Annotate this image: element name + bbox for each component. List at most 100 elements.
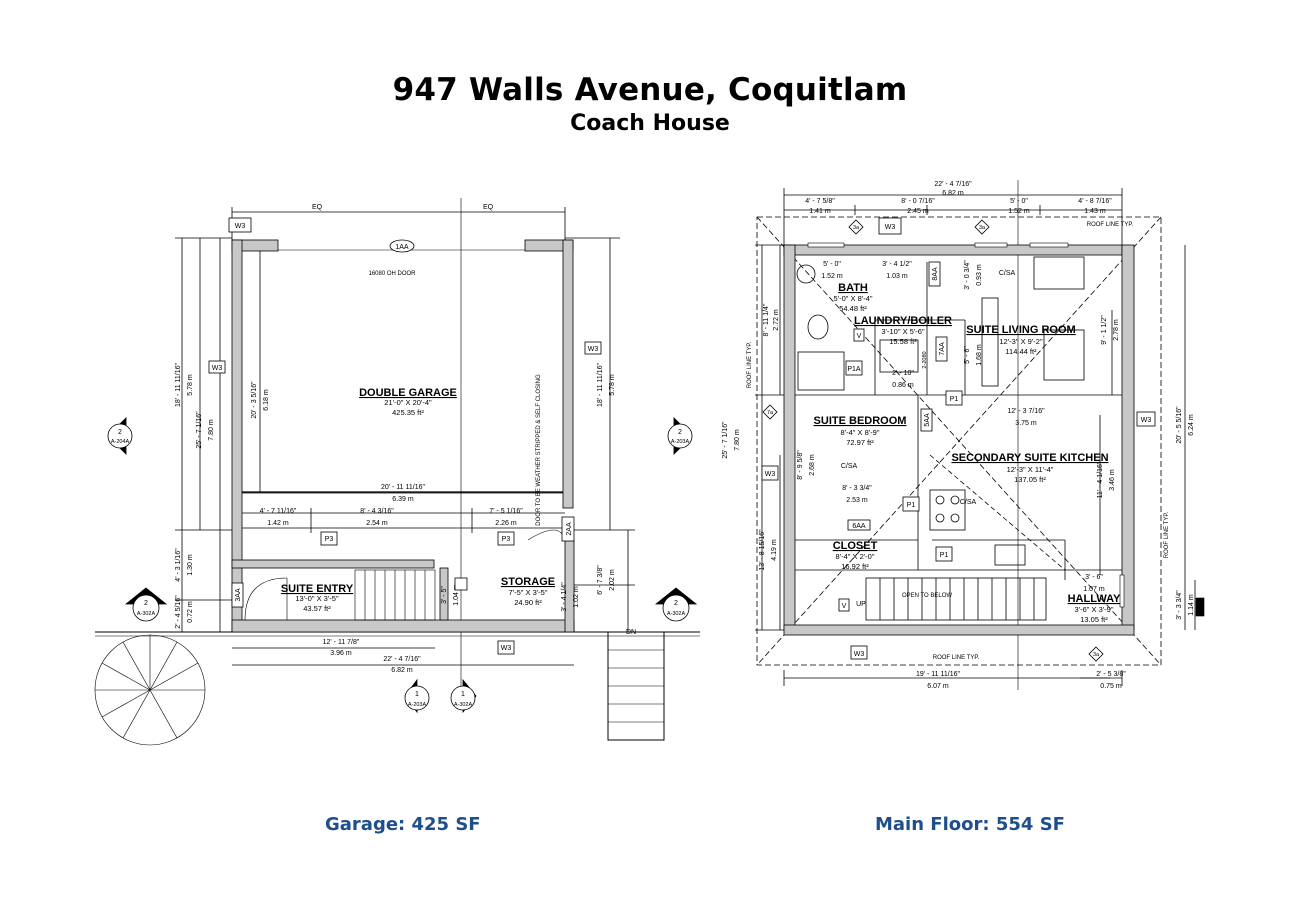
suite-entry-dims: 13'-0" X 3'-5" — [295, 594, 339, 603]
dim-label: 1.04 m — [453, 584, 460, 606]
side-door-tag: 2AA — [566, 522, 573, 536]
main-dim-labels: 22' - 4 7/16" 6.82 m 4' - 7 5/8" 1.41 m … — [722, 181, 1195, 690]
bedroom-dims: 8'-4" X 8'-9" — [840, 428, 879, 437]
dim-label: 1.42 m — [267, 520, 289, 527]
dim-label: 3' - 0 3/4" — [964, 260, 971, 290]
dim-label: 4' - 7 5/8" — [805, 198, 835, 205]
dim-label: 19' - 11 11/16" — [916, 671, 961, 678]
dim-label: 3' - 3 3/4" — [1176, 590, 1183, 620]
dim-label: 2.53 m — [846, 497, 868, 504]
v-tag: V — [842, 603, 847, 610]
dim-label: 3' - 6" — [1085, 574, 1103, 581]
p1-tag: P1 — [907, 502, 916, 509]
side-tag: 3AA — [235, 588, 242, 602]
kitchen-area: 137.05 ft² — [1014, 475, 1046, 484]
page-subtitle: Coach House — [570, 111, 730, 136]
wall-tag: W3 — [501, 645, 512, 652]
dim-label: 1.14 m — [1188, 594, 1195, 616]
bath-dims: 5'-0" X 8'-4" — [833, 294, 872, 303]
roof-line-label: ROOF LINE TYP. — [933, 655, 980, 661]
eq-label: EQ — [312, 204, 323, 211]
dim-label: 22' - 4 7/16" — [383, 656, 421, 663]
dim-label: 7' - 5 1/16" — [489, 508, 523, 515]
dim-label: 2.68 m — [809, 454, 816, 476]
dim-label: 0.86 m — [892, 382, 914, 389]
dim-label: 4' - 3 1/16" — [175, 548, 182, 582]
wall-tag: W3 — [854, 651, 865, 658]
dim-label: 2.02 m — [609, 569, 616, 591]
garage-tag-text: 1AA W3 W3 W3 P3 P3 W3 2AA 3AA — [212, 223, 599, 652]
marker-ref: A-302A — [667, 611, 686, 617]
dim-label: 25' - 7 1/16" — [196, 411, 203, 449]
marker-num: 2 — [144, 600, 148, 607]
door-2080-label: 2-2080 — [922, 351, 928, 368]
dim-label: 6' - 7 3/8" — [597, 565, 604, 595]
dim-label: 3' - 4 1/4" — [561, 582, 568, 612]
laundry-dims: 3'-10" X 5'-6" — [881, 327, 925, 336]
up-label: UP — [856, 601, 866, 608]
closet-area: 16.92 ft² — [841, 562, 869, 571]
window-tag: 3a — [979, 225, 986, 231]
dim-label: 4.19 m — [771, 539, 778, 561]
dim-label: 6.39 m — [392, 496, 414, 503]
living-room-dims: 12'-3" X 9'-2" — [999, 337, 1043, 346]
dim-label: 12' - 3 7/16" — [1007, 408, 1045, 415]
wall-tag: W3 — [885, 224, 896, 231]
dim-label: 2.26 m — [495, 520, 517, 527]
dim-label: 1.43 m — [1084, 208, 1106, 215]
cs-label: C/SA — [960, 499, 977, 506]
dim-label: 0.93 m — [976, 264, 983, 286]
wall-tag: W3 — [765, 471, 776, 478]
oh-door-label: 16080 OH DOOR — [368, 271, 416, 277]
door-note: DOOR TO BE WEATHER STRIPPED & SELF CLOSI… — [536, 374, 542, 526]
p3-tag: P3 — [502, 536, 511, 543]
dim-label: 3.46 m — [1109, 469, 1116, 491]
section-marker-text: 2 A-204A 2 A-203A 2 A-302A 2 A-302A 1 A-… — [111, 429, 690, 708]
door-tag: 7AA — [939, 342, 946, 356]
dim-label: 6.07 m — [927, 683, 949, 690]
door-tag: 1AA — [395, 244, 409, 251]
dim-label: 3' - 5" — [441, 586, 448, 604]
dim-label: 3.75 m — [1015, 420, 1037, 427]
main-windows — [807, 242, 1205, 617]
dim-label: 1.03 m — [886, 273, 908, 280]
laundry-area: 15.58 ft² — [889, 337, 917, 346]
section-markers — [107, 417, 698, 714]
suite-entry-area: 43.57 ft² — [303, 604, 331, 613]
dim-label: 8' - 3 3/4" — [842, 485, 872, 492]
marker-ref: A-204A — [111, 439, 130, 445]
living-room-area: 114.44 ft² — [1005, 347, 1037, 356]
suite-entry-label: SUITE ENTRY — [281, 583, 354, 595]
dim-label: 6.18 m — [263, 389, 270, 411]
window-tag: 3a — [1093, 652, 1100, 658]
dim-label: 2.54 m — [366, 520, 388, 527]
dim-label: 8' - 9 5/8" — [797, 450, 804, 480]
dim-label: 1.68 m — [976, 344, 983, 366]
dim-label: 2' - 10" — [892, 370, 914, 377]
window-tag: 3a — [853, 225, 860, 231]
garage-walls — [231, 239, 575, 633]
dim-label: 5.78 m — [187, 374, 194, 396]
dim-label: 1.52 m — [1008, 208, 1030, 215]
marker-num: 1 — [461, 691, 465, 698]
hallway-area: 13.05 ft² — [1080, 615, 1108, 624]
marker-num: 1 — [415, 691, 419, 698]
dim-label: 9' - 1 1/2" — [1101, 315, 1108, 345]
dim-label: 11' - 4 1/16" — [1097, 461, 1104, 498]
closet-dims: 8'-4" X 2'-0" — [835, 552, 874, 561]
closet-label: CLOSET — [833, 540, 878, 552]
dim-label: 5' - 0" — [1010, 198, 1028, 205]
hallway-label: HALLWAY — [1068, 593, 1121, 605]
dim-label: 3' - 4 1/2" — [882, 261, 912, 268]
wall-tag: W3 — [212, 365, 223, 372]
wall-tag: W3 — [235, 223, 246, 230]
roof-line-label: ROOF LINE TYP. — [1164, 511, 1170, 558]
dim-label: 20' - 5 5/16" — [1176, 406, 1183, 444]
p3-tag: P3 — [325, 536, 334, 543]
garage-interior — [94, 249, 665, 746]
dim-label: 6.82 m — [391, 667, 413, 674]
living-room-label: SUITE LIVING ROOM — [966, 324, 1075, 336]
dim-label: 5' - 6" — [964, 346, 971, 364]
dim-label: 2' - 5 3/8" — [1096, 671, 1126, 678]
kitchen-label: SECONDARY SUITE KITCHEN — [951, 452, 1108, 464]
